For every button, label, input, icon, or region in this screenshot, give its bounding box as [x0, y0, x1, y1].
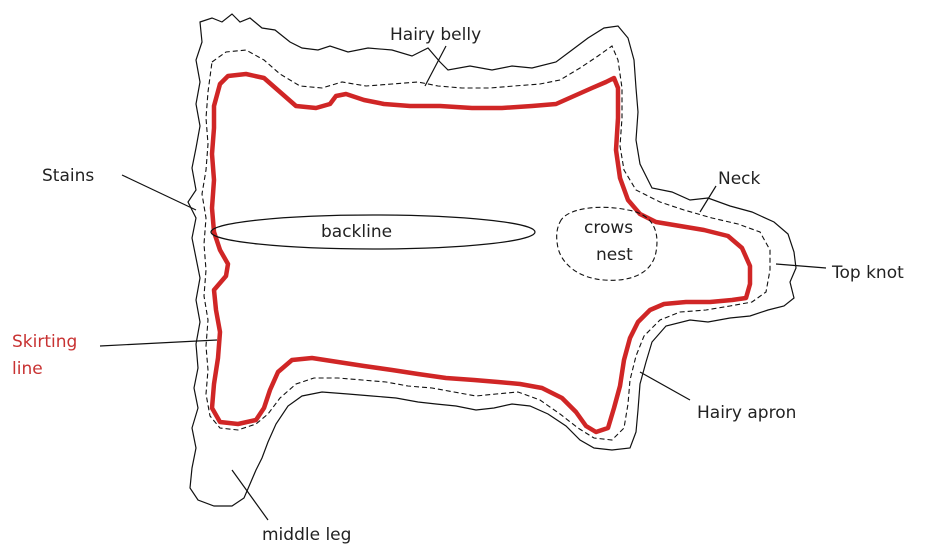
label-middle-leg: middle leg: [262, 525, 351, 544]
leader-hairy-apron: [640, 372, 690, 400]
label-backline: backline: [321, 222, 392, 242]
leader-skirting-line: [100, 340, 217, 346]
label-neck: Neck: [718, 169, 761, 189]
label-crows: crows: [584, 218, 633, 238]
leader-middle-leg: [232, 470, 268, 520]
leader-top-knot: [776, 264, 826, 268]
label-stains: Stains: [42, 166, 94, 186]
leader-hairy-belly: [425, 46, 446, 86]
label-hairy-apron: Hairy apron: [697, 403, 796, 423]
leader-stains: [122, 175, 196, 210]
label-hairy-belly: Hairy belly: [390, 25, 481, 45]
label-skirting-line: line: [12, 359, 43, 379]
skirting-line: [212, 74, 750, 432]
label-nest: nest: [596, 245, 633, 265]
label-top-knot: Top knot: [831, 263, 904, 283]
label-skirting: Skirting: [12, 332, 77, 352]
